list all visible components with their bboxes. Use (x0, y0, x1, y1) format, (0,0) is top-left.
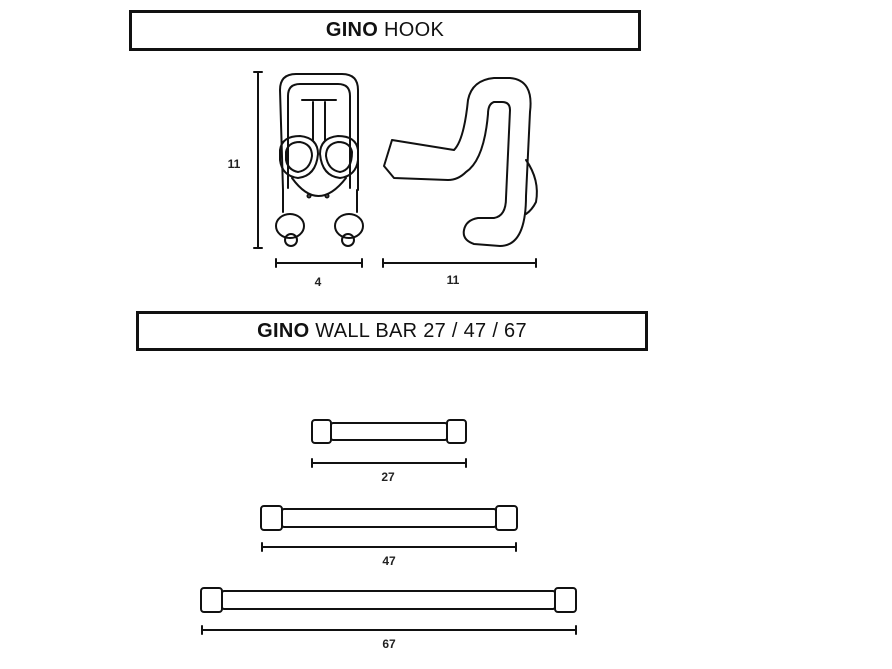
hook-front-left-lobe (279, 135, 319, 179)
wall-bar-67-dimension (201, 625, 577, 635)
hook-side-view (383, 77, 538, 247)
hook-side-mount (525, 159, 538, 215)
wall-bar-27-label: 27 (381, 470, 395, 484)
wall-bar-27 (311, 419, 467, 444)
wall-bar-27-end-left (311, 419, 332, 444)
hook-title-product: HOOK (384, 19, 445, 41)
wall-bar-47-end-right (495, 505, 518, 531)
hook-front-right-knob-tip (341, 233, 355, 247)
hook-height-dimension (253, 71, 263, 249)
hook-section-title: GINO HOOK (129, 10, 641, 51)
hook-front-screw-left (306, 193, 312, 199)
hook-height-label: 11 (228, 157, 241, 171)
hook-depth-label: 11 (447, 273, 460, 287)
hook-front-left-knob (275, 213, 305, 239)
hook-front-screw-right (324, 193, 330, 199)
wall-bar-47-dimension (261, 542, 517, 552)
hook-front-body (291, 177, 347, 197)
hook-front-back-plate-inner (287, 83, 351, 189)
wall-bar-67-rod (221, 590, 556, 610)
hook-front-back-plate (279, 73, 359, 191)
wall-bar-47-label: 47 (382, 554, 396, 568)
hook-width-label: 4 (315, 275, 322, 289)
hook-front-right-lobe (319, 135, 359, 179)
hook-width-dimension (275, 258, 363, 268)
wall-bar-47-rod (281, 508, 497, 528)
hook-front-left-lobe-inner (285, 141, 313, 173)
wall-bar-27-rod (330, 422, 448, 441)
hook-front-view (275, 73, 364, 247)
wall-bar-67-end-left (200, 587, 223, 613)
hook-front-left-knob-tip (284, 233, 298, 247)
hook-front-right-knob (334, 213, 364, 239)
wall-bar-67 (200, 587, 577, 613)
wall-bar-47-end-left (260, 505, 283, 531)
bar-title-product: WALL BAR 27 / 47 / 67 (315, 319, 527, 342)
bar-title-brand: GINO (257, 319, 310, 342)
bar-section-title: GINO WALL BAR 27 / 47 / 67 (136, 311, 648, 351)
hook-front-right-lobe-inner (325, 141, 353, 173)
wall-bar-67-end-right (554, 587, 577, 613)
wall-bar-27-end-right (446, 419, 467, 444)
wall-bar-67-label: 67 (382, 637, 396, 651)
hook-depth-dimension (382, 258, 537, 268)
wall-bar-27-dimension (311, 458, 467, 468)
hook-side-profile (383, 77, 532, 247)
wall-bar-47 (260, 505, 518, 531)
hook-title-brand: GINO (325, 19, 379, 41)
